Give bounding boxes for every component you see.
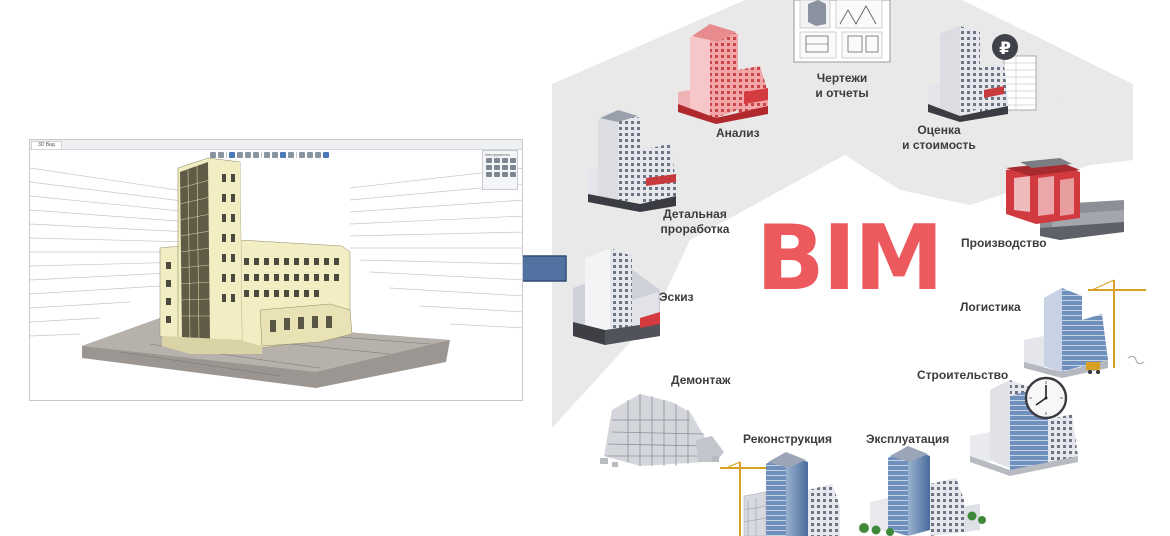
stage-label-sketch: Эскиз: [659, 290, 694, 304]
stage-label-demolition: Демонтаж: [671, 373, 731, 387]
construction-illustration: [970, 380, 1078, 476]
toolbar-separator: [226, 152, 227, 158]
palette-tool-icon[interactable]: [502, 165, 508, 170]
palette-tool-icon[interactable]: [486, 158, 492, 163]
stage-label-reconstruction: Реконструкция: [743, 432, 832, 446]
measure-icon[interactable]: [299, 152, 305, 158]
viewer-toolbar: [210, 151, 345, 159]
section-icon[interactable]: [264, 152, 270, 158]
toolbar-separator: [296, 152, 297, 158]
logistics-illustration: [1024, 279, 1146, 378]
operation-illustration: [859, 446, 986, 536]
redo-icon[interactable]: [218, 152, 224, 158]
detailed-design-building: [588, 110, 676, 212]
palette-tool-icon[interactable]: [494, 172, 500, 177]
estimate-building: [928, 26, 1037, 122]
production-illustration: [1006, 158, 1124, 240]
tools-palette-title: Инструменты: [485, 152, 510, 157]
stage-label-estimate-cost: Оценка и стоимость: [902, 123, 976, 152]
palette-tool-icon[interactable]: [502, 172, 508, 177]
viewer-tab-bar: 3D Вид: [30, 140, 522, 150]
rotate-icon[interactable]: [237, 152, 243, 158]
palette-tool-icon[interactable]: [494, 158, 500, 163]
stage-label-drawings-reports: Чертежи и отчеты: [815, 71, 869, 100]
hexagon-inner-corner: [845, 84, 1133, 205]
clock-icon: [1024, 376, 1068, 420]
tools-palette-grid: [486, 158, 516, 177]
stage-label-construction: Строительство: [917, 368, 1009, 382]
render-icon[interactable]: [280, 152, 286, 158]
bim-title: BIM: [756, 206, 944, 311]
demolition-illustration: [600, 394, 724, 467]
zoom-icon[interactable]: [253, 152, 259, 158]
palette-tool-icon[interactable]: [510, 172, 516, 177]
currency-ruble-icon: ₽: [999, 39, 1011, 59]
palette-tool-icon[interactable]: [502, 158, 508, 163]
stage-label-logistics: Логистика: [960, 300, 1021, 314]
toolbar-separator: [261, 152, 262, 158]
palette-tool-icon[interactable]: [486, 172, 492, 177]
reconstruction-illustration: [720, 452, 840, 536]
palette-tool-icon[interactable]: [494, 165, 500, 170]
tools-palette: Инструменты: [482, 150, 518, 190]
pan-icon[interactable]: [245, 152, 251, 158]
model-viewer-window: 3D Вид: [29, 139, 523, 401]
drawings-sheet: [793, 0, 891, 63]
layers-icon[interactable]: [288, 152, 294, 158]
hide-icon[interactable]: [307, 152, 313, 158]
walk-icon[interactable]: [272, 152, 278, 158]
viewer-building-model: [159, 157, 353, 354]
stage-label-analysis: Анализ: [716, 126, 760, 140]
settings-icon[interactable]: [315, 152, 321, 158]
palette-tool-icon[interactable]: [510, 165, 516, 170]
viewer-tab[interactable]: 3D Вид: [31, 141, 62, 149]
viewer-3d-scene[interactable]: [30, 140, 523, 401]
analysis-building: [678, 24, 768, 124]
palette-tool-icon[interactable]: [486, 165, 492, 170]
stage-label-operation: Эксплуатация: [866, 432, 950, 446]
stage-label-production: Производство: [961, 236, 1047, 250]
camera-icon[interactable]: [323, 152, 329, 158]
palette-tool-icon[interactable]: [510, 158, 516, 163]
sketch-building: [573, 248, 660, 345]
undo-icon[interactable]: [210, 152, 216, 158]
view-icon[interactable]: [229, 152, 235, 158]
stage-label-detailed-design: Детальная проработка: [660, 207, 730, 236]
